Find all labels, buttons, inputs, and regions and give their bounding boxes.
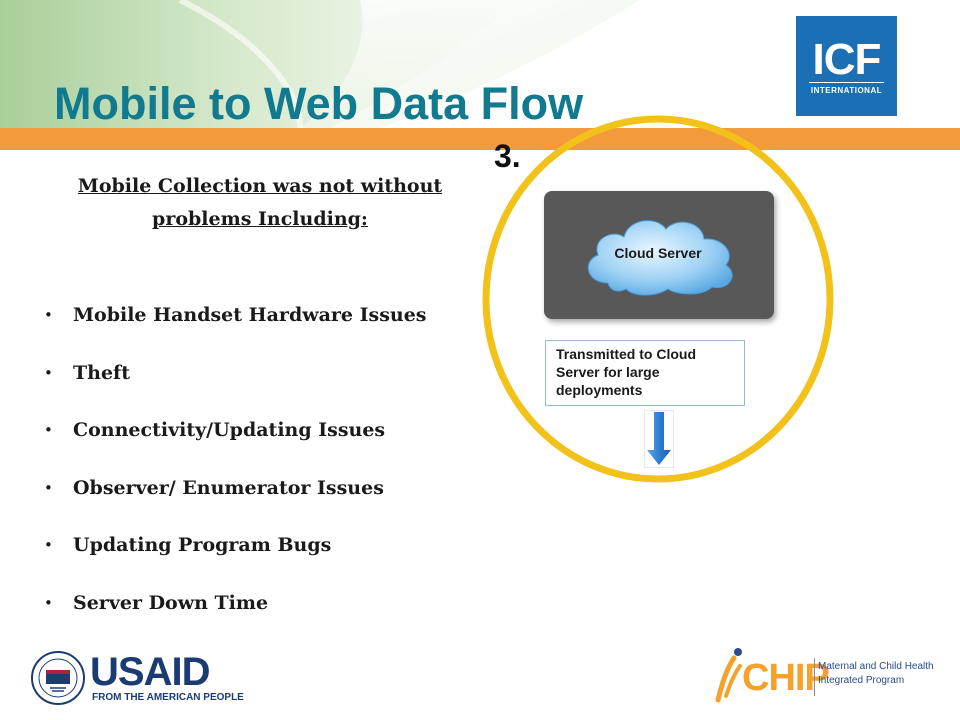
issues-list: Mobile Handset Hardware Issues Theft Con… [44, 296, 427, 642]
header-accent-bar [0, 128, 960, 150]
mchip-logo: CHIP Maternal and Child Health Integrate… [712, 644, 937, 706]
list-item: Mobile Handset Hardware Issues [44, 296, 427, 354]
step-number: 3. [494, 138, 521, 174]
mchip-divider [814, 658, 815, 696]
icf-logo-subtitle: INTERNATIONAL [810, 86, 883, 95]
mchip-mark-icon [715, 648, 742, 703]
mchip-program-name: Maternal and Child Health Integrated Pro… [818, 661, 934, 686]
icf-logo-wordmark: ICF [812, 35, 882, 84]
issues-heading: Mobile Collection was not without proble… [77, 175, 443, 230]
icf-logo-rule [809, 82, 884, 83]
list-item: Updating Program Bugs [44, 526, 427, 584]
list-item: Theft [44, 354, 427, 412]
usaid-logo: USAID FROM THE AMERICAN PEOPLE [30, 650, 244, 706]
icf-logo: ICF INTERNATIONAL [796, 16, 897, 116]
transmission-note: Transmitted to Cloud Server for large de… [545, 340, 745, 406]
cloud-icon [587, 220, 733, 296]
list-item: Observer/ Enumerator Issues [44, 469, 427, 527]
usaid-seal-icon [31, 651, 85, 705]
mchip-wordmark: CHIP [742, 657, 830, 699]
list-item: Server Down Time [44, 584, 427, 642]
cloud-server-label: Cloud Server [614, 245, 702, 261]
usaid-tagline: FROM THE AMERICAN PEOPLE [92, 692, 244, 703]
list-item: Connectivity/Updating Issues [44, 411, 427, 469]
usaid-wordmark: USAID [90, 650, 210, 694]
down-arrow-icon [644, 410, 674, 468]
slide-title: Mobile to Web Data Flow [54, 78, 584, 129]
